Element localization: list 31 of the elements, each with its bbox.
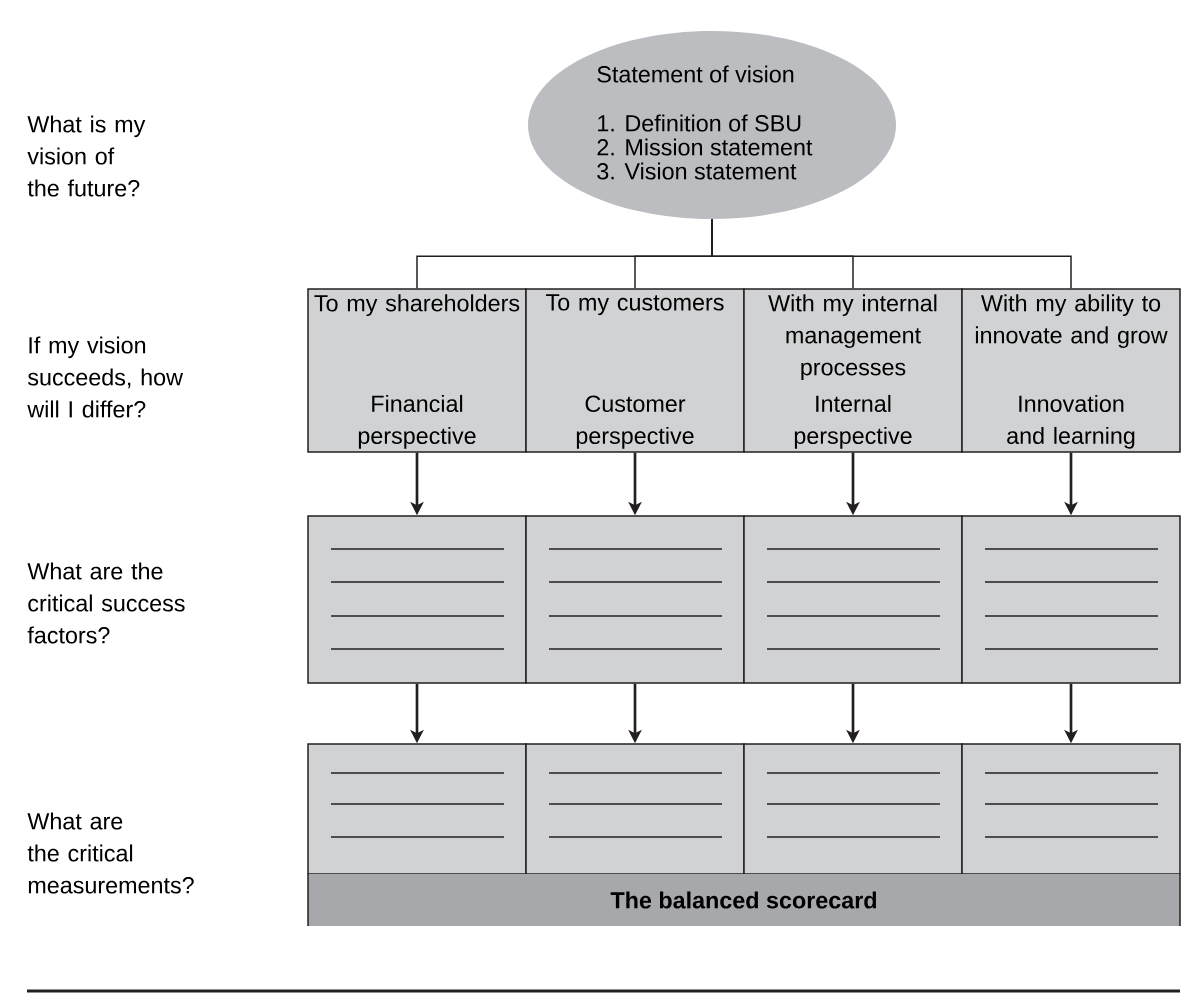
answer-box: [307, 743, 527, 875]
perspective-box: [307, 288, 527, 453]
vision-ellipse: [528, 31, 896, 219]
heading-text: Statement of vision: [597, 65, 794, 83]
answer-box: [525, 743, 745, 875]
perspective-box: [525, 288, 745, 453]
perspective-box: [961, 288, 1181, 453]
perspective-label: Internal perspective: [794, 394, 912, 449]
perspective-label: Financial perspective: [358, 394, 476, 449]
heading-text: With my ability to innovate and grow: [975, 294, 1168, 349]
list-item: 1. Definition of SBU: [598, 114, 801, 132]
connector-line: [711, 218, 1072, 289]
heading-text: With my internal management processes: [768, 294, 937, 381]
list-item: 3. Vision statement: [597, 162, 797, 180]
answer-box: [961, 743, 1181, 875]
question-text: What are the critical measurements?: [27, 812, 194, 894]
answer-box: [743, 743, 963, 875]
scorecard-band: The balanced scorecard: [307, 873, 1181, 927]
question-text: What are the critical success factors?: [27, 562, 185, 644]
question-text: If my vision succeeds, how will I differ?: [27, 336, 183, 418]
list-item: 2. Mission statement: [597, 138, 813, 156]
answer-box: [307, 515, 527, 684]
heading-text: To my customers: [546, 294, 724, 316]
perspective-label: Customer perspective: [576, 395, 694, 449]
perspective-label: Innovation and learning: [1007, 394, 1135, 449]
answer-box: [961, 515, 1181, 684]
heading-text: To my shareholders: [314, 294, 520, 317]
perspective-box: [743, 288, 963, 453]
question-text: What is my vision of the future?: [27, 115, 146, 197]
answer-box: [525, 515, 745, 684]
answer-box: [743, 515, 963, 684]
